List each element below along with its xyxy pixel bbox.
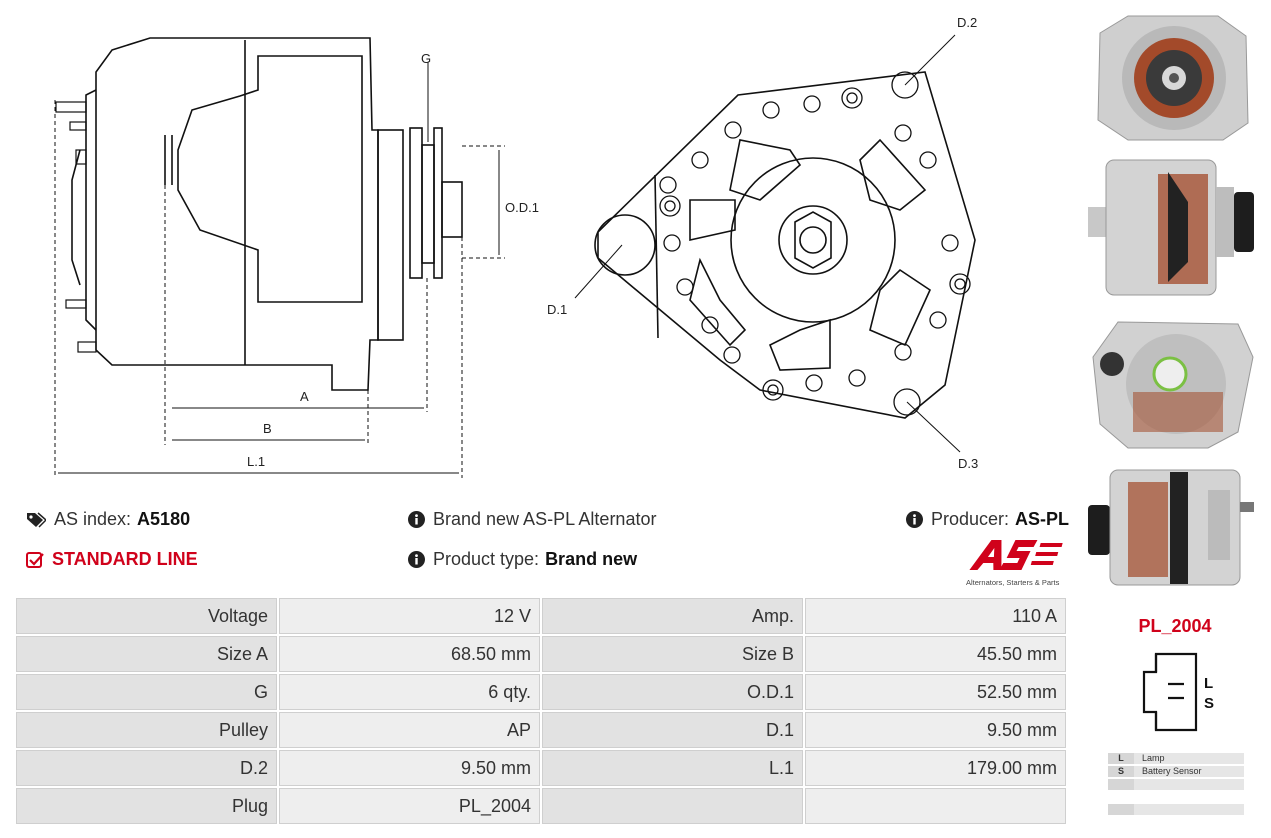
legend-code: L [1108,753,1134,764]
product-photo-top [1088,469,1254,586]
spec-label-cell: Plug [16,788,277,824]
as-index: AS index: A5180 [26,509,190,530]
product-type-value: Brand new [545,549,638,569]
standard-line: STANDARD LINE [26,549,198,570]
legend-code: S [1108,766,1134,777]
spec-label-cell: Size A [16,636,277,672]
tags-icon [27,511,46,528]
spec-value-cell: 179.00 mm [805,750,1066,786]
dim-label-d1: D.1 [547,302,567,317]
spec-label-cell: Amp. [542,598,803,634]
producer-label: Producer: [931,509,1010,529]
as-index-label: AS index: [54,509,132,529]
pin-label-l: L [1204,675,1213,692]
spec-value-cell: 110 A [805,598,1066,634]
spec-label-cell: D.2 [16,750,277,786]
spec-label-cell: G [16,674,277,710]
description-text: Brand new AS-PL Alternator [433,509,657,529]
plug-legend-row: L Lamp [1108,753,1244,764]
logo-tagline: Alternators, Starters & Parts [966,578,1060,587]
product-photo-rear [1092,321,1254,449]
spec-label-cell: Pulley [16,712,277,748]
spec-value-cell: 45.50 mm [805,636,1066,672]
dim-label-d3: D.3 [958,456,978,471]
dim-label-a: A [300,389,309,404]
spec-label-cell: Size B [542,636,803,672]
legend-desc: Lamp [1142,753,1165,763]
info-circle-icon [906,511,923,528]
spec-value-cell [805,788,1066,824]
standard-line-label: STANDARD LINE [52,549,198,569]
as-index-value: A5180 [137,509,191,529]
dim-label-g: G [421,51,431,66]
product-photo-side [1088,159,1254,296]
dim-label-od1: O.D.1 [505,200,539,215]
product-type: Product type: Brand new [408,549,637,570]
info-circle-icon [408,551,425,568]
plug-name: PL_2004 [1138,616,1212,636]
spec-value-cell: PL_2004 [279,788,540,824]
spec-label-cell: O.D.1 [542,674,803,710]
legend-desc: Battery Sensor [1142,766,1202,776]
spec-label-cell: D.1 [542,712,803,748]
spec-value-cell: 12 V [279,598,540,634]
spec-label-cell [542,788,803,824]
pin-label-s: S [1204,695,1214,712]
product-photo-front [1097,15,1249,141]
description: Brand new AS-PL Alternator [408,509,656,530]
spec-label-cell: L.1 [542,750,803,786]
spec-value-cell: 6 qty. [279,674,540,710]
spec-value-cell: 52.50 mm [805,674,1066,710]
plug-diagram-icon: L S [1142,652,1214,732]
spec-value-cell: 9.50 mm [279,750,540,786]
producer: Producer: AS-PL [906,509,1069,530]
spec-value-cell: 9.50 mm [805,712,1066,748]
spec-label-cell: Voltage [16,598,277,634]
plug-legend-row-empty [1108,779,1244,790]
plug-legend-row-empty [1108,804,1244,815]
spec-value-cell: 68.50 mm [279,636,540,672]
dim-label-l1: L.1 [247,454,265,469]
info-circle-icon [408,511,425,528]
as-logo: Alternators, Starters & Parts [966,538,1070,587]
spec-value-cell: AP [279,712,540,748]
check-square-icon [26,551,44,568]
dim-label-b: B [263,421,272,436]
as-logo-mark [969,540,1063,570]
plug-legend-row: S Battery Sensor [1108,766,1244,777]
dim-label-d2: D.2 [957,15,977,30]
producer-value: AS-PL [1015,509,1070,529]
product-type-label: Product type: [433,549,540,569]
technical-drawing: G O.D.1 A B L.1 D.1 D.2 D.3 [54,15,978,478]
